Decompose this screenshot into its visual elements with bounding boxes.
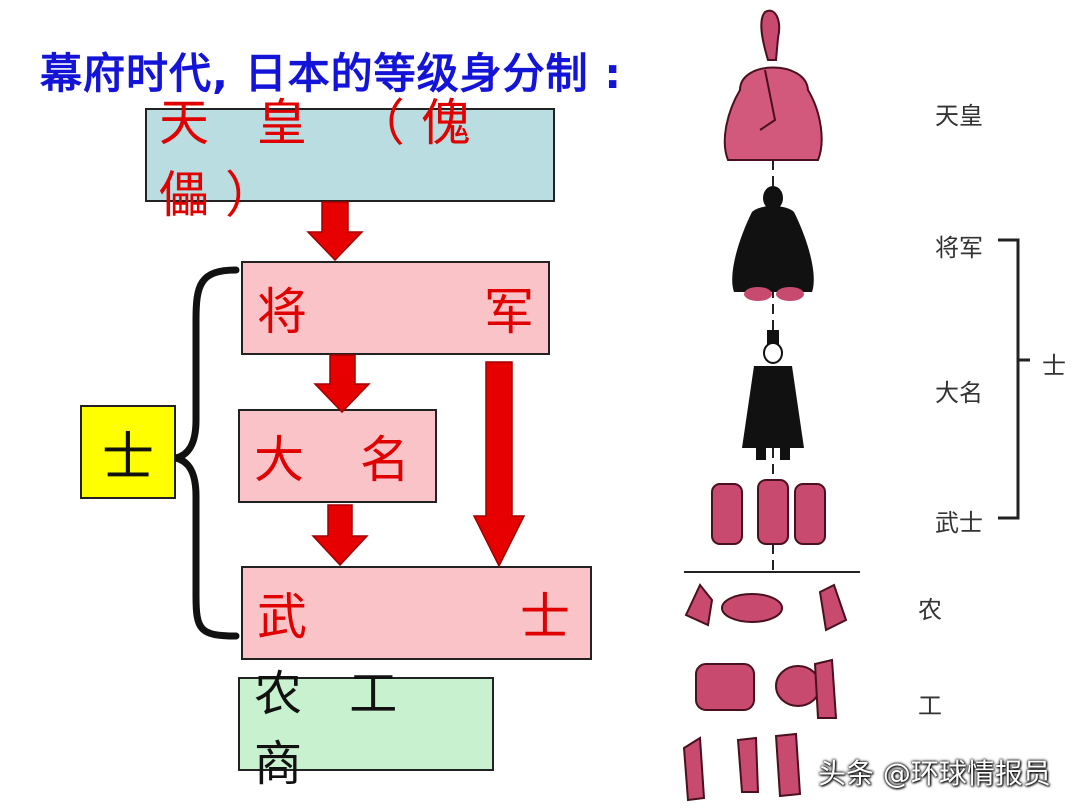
- bushi-label-right: 士: [520, 588, 570, 646]
- page-title: 幕府时代, 日本的等级身分制 :: [40, 49, 622, 98]
- illustration-bracket-label: 士: [1042, 352, 1066, 380]
- right-bracket: [998, 238, 1030, 520]
- merchant-scene: [682, 732, 802, 802]
- illustration-label-bushi: 武士: [935, 509, 983, 537]
- artisan-scene: [695, 658, 838, 719]
- illustration-label-artisan: 工: [918, 692, 942, 720]
- emperor-label: 天 皇 （傀 儡）: [159, 94, 487, 224]
- illustration-label-farmer: 农: [918, 596, 942, 624]
- daimyo-figure: [742, 330, 804, 460]
- arrow-emperor-to-shogun: [306, 201, 364, 262]
- illustration-label-shogun: 将军: [935, 234, 983, 262]
- daimyo-label: 大 名: [254, 431, 430, 489]
- watermark: 头条 @环球情报员: [818, 757, 1051, 790]
- bushi-figures: [711, 479, 826, 545]
- bushi-box: 武 士: [241, 566, 592, 660]
- arrow-shogun-to-bushi: [472, 361, 526, 568]
- shi-class-box: 士: [80, 405, 176, 499]
- shogun-label-left: 将: [257, 283, 307, 341]
- emperor-box: 天 皇 （傀 儡）: [145, 94, 555, 224]
- illustration-label-emperor: 天皇: [935, 102, 983, 130]
- shogun-box: 将 军: [241, 261, 550, 355]
- samurai-brace: [174, 266, 240, 640]
- bushi-label-left: 武: [257, 588, 307, 646]
- commoner-box: 农 工 商: [238, 666, 494, 792]
- shi-label: 士: [101, 427, 154, 488]
- shogun-label-right: 军: [484, 283, 534, 341]
- emperor-figure: [723, 9, 823, 161]
- shogun-figure: [732, 186, 814, 301]
- commoner-label: 农 工 商: [254, 666, 414, 792]
- arrow-shogun-to-daimyo: [313, 354, 371, 414]
- daimyo-box: 大 名: [238, 409, 437, 503]
- illustration-label-daimyo: 大名: [935, 379, 983, 407]
- arrow-daimyo-to-bushi: [311, 504, 369, 567]
- farmer-scene: [684, 583, 848, 632]
